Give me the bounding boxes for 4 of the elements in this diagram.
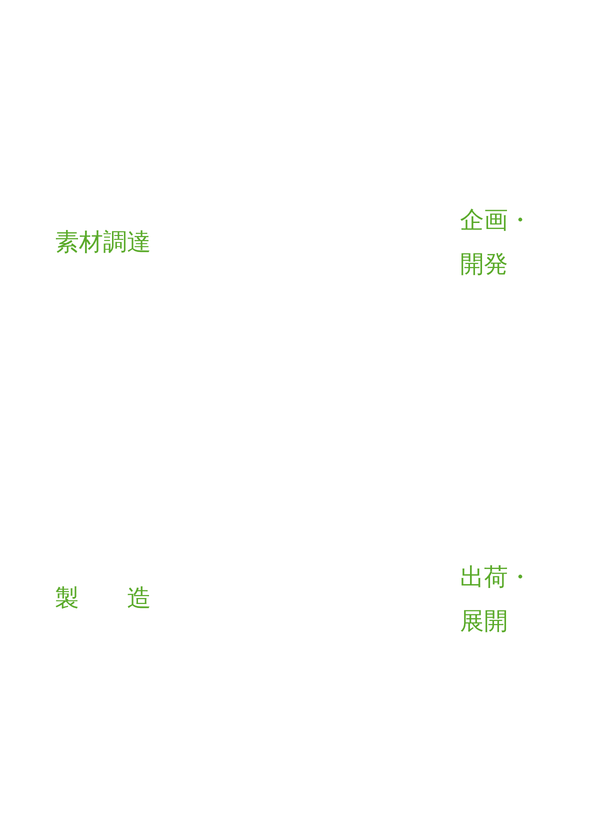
stage-label: 出荷・展開 [460,562,533,637]
stage-label: 企画・開発 [460,205,533,280]
stage-label: 素材調達 [55,227,152,258]
stage-label: 製 造 [55,583,152,614]
